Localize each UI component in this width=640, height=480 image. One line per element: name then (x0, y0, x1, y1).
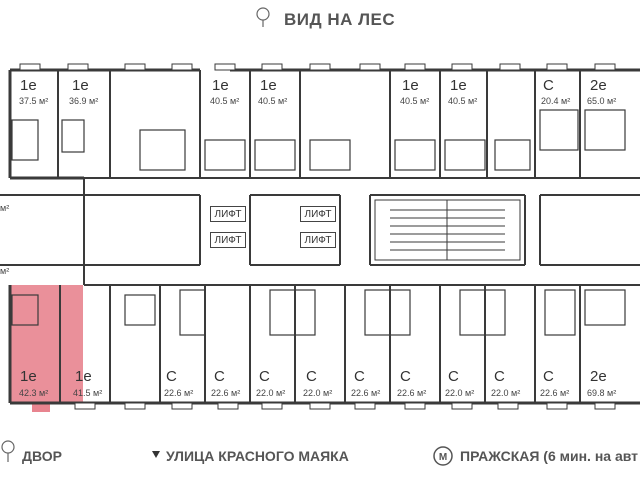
metro-icon: М (433, 446, 453, 466)
apartment-type: 1е (75, 368, 92, 385)
apartment-area: 22.6 м² (397, 388, 427, 398)
apartment-area: 65.0 м² (587, 96, 617, 106)
apartment-type: 1е (20, 368, 37, 385)
apartment-type: С (448, 368, 459, 385)
apartment-area: 42.3 м² (19, 388, 49, 398)
apartment-area: 36.9 м² (69, 96, 99, 106)
metro-station-label: ПРАЖСКАЯ (6 мин. на авт (460, 448, 639, 464)
apartment-type: 1е (260, 77, 277, 94)
lift-label: ЛИФТ (210, 206, 246, 222)
apartment-area: 22.0 м² (491, 388, 521, 398)
apartment-area: 40.5 м² (210, 96, 240, 106)
apartment-area: 69.8 м² (587, 388, 617, 398)
apartment-area: 22.0 м² (303, 388, 333, 398)
apartment-area: 22.0 м² (445, 388, 475, 398)
top-outer-wall (8, 68, 640, 180)
apartment-area: 22.6 м² (164, 388, 194, 398)
view-label: ВИД НА ЛЕС (284, 10, 396, 29)
street-label: УЛИЦА КРАСНОГО МАЯКА (166, 448, 349, 464)
tree-icon (256, 7, 270, 27)
lift-label: ЛИФТ (300, 206, 336, 222)
apartment-area: 22.6 м² (540, 388, 570, 398)
apartment-area: 37.5 м² (19, 96, 49, 106)
lift-label: ЛИФТ (210, 232, 246, 248)
triangle-down-icon (152, 451, 160, 458)
lift-label: ЛИФТ (300, 232, 336, 248)
apartment-type: С (543, 77, 554, 94)
side-unit-bottom: м² (0, 266, 10, 276)
apartment-type: 2е (590, 77, 607, 94)
apartment-type: С (214, 368, 225, 385)
apartment-area: 22.0 м² (256, 388, 286, 398)
apartment-type: С (259, 368, 270, 385)
selected-apartment-highlight (10, 285, 83, 403)
apartment-type: С (306, 368, 317, 385)
apartment-type: 1е (450, 77, 467, 94)
yard-label: ДВОР (22, 448, 62, 464)
apartment-area: 40.5 м² (448, 96, 478, 106)
apartment-area: 40.5 м² (400, 96, 430, 106)
apartment-area: 20.4 м² (541, 96, 571, 106)
apartment-type: 1е (402, 77, 419, 94)
apartment-type: С (354, 368, 365, 385)
svg-text:М: М (439, 452, 447, 463)
selected-apartment-balcony (32, 403, 50, 412)
apartment-type: 1е (72, 77, 89, 94)
apartment-area: 22.6 м² (351, 388, 381, 398)
apartment-area: 41.5 м² (73, 388, 103, 398)
apartment-area: 22.6 м² (211, 388, 241, 398)
apartment-area: 40.5 м² (258, 96, 288, 106)
apartment-type: 2е (590, 368, 607, 385)
apartment-type: С (166, 368, 177, 385)
apartment-type: С (543, 368, 554, 385)
apartment-type: С (400, 368, 411, 385)
tree-icon (1, 440, 15, 462)
apartment-type: 1е (20, 77, 37, 94)
side-unit-top: м² (0, 203, 10, 213)
apartment-type: 1е (212, 77, 229, 94)
apartment-type: С (494, 368, 505, 385)
